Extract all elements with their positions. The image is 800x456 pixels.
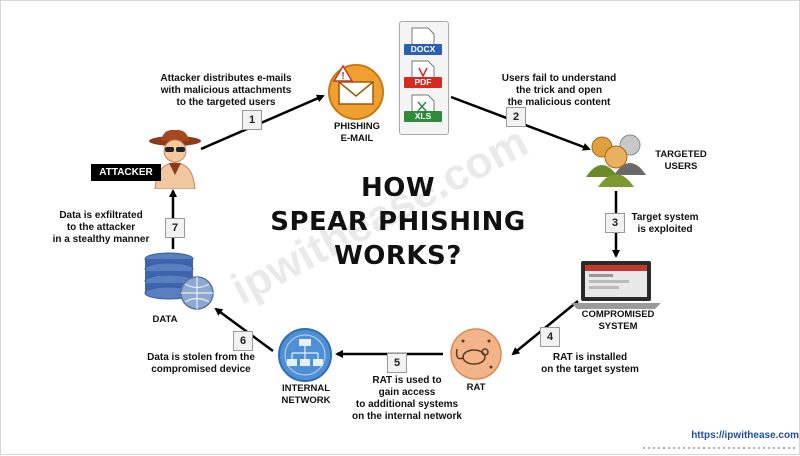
internal-network-label: INTERNAL NETWORK	[281, 383, 331, 406]
step-2-badge: 2	[506, 107, 526, 127]
diagram-title: HOW SPEAR PHISHING WORKS?	[263, 171, 533, 273]
phishing-email-label: PHISHING E-MAIL	[334, 121, 380, 144]
compromised-system-label: COMPROMISED SYSTEM	[581, 309, 655, 332]
svg-text:!: !	[341, 71, 344, 82]
step-3-badge: 3	[605, 213, 625, 233]
database-icon	[144, 252, 214, 310]
title-line: SPEAR PHISHING	[270, 207, 526, 237]
arrow-1	[200, 94, 325, 151]
rat-icon	[450, 328, 502, 380]
step-4-badge: 4	[540, 327, 560, 347]
title-line: WORKS?	[334, 241, 462, 271]
attachment-files-icon: DOCX PDF XLS	[399, 21, 449, 135]
network-globe-icon	[278, 328, 332, 382]
targeted-users-label: TARGETED USERS	[655, 149, 707, 172]
laptop-icon	[571, 261, 661, 309]
rat-label: RAT	[466, 382, 486, 393]
pdf-tag: PDF	[404, 77, 442, 88]
attacker-label: ATTACKER	[91, 164, 161, 181]
phishing-email-icon: !	[328, 64, 384, 120]
url-dotted-underline	[643, 447, 797, 449]
arrow-6	[214, 307, 274, 353]
step-1-badge: 1	[242, 110, 262, 130]
step-2-description: Users fail to understand the trick and o…	[501, 73, 617, 108]
step-6-badge: 6	[233, 331, 253, 351]
data-label: DATA	[152, 314, 178, 325]
attacker-icon	[149, 129, 201, 189]
step-4-description: RAT is installed on the target system	[541, 352, 639, 375]
step-3-description: Target system is exploited	[631, 212, 699, 235]
step-7-description: Data is exfiltrated to the attacker in a…	[52, 210, 150, 245]
title-line: HOW	[360, 173, 436, 203]
xls-tag: XLS	[404, 111, 442, 122]
step-6-description: Data is stolen from the compromised devi…	[147, 352, 255, 375]
step-5-badge: 5	[387, 353, 407, 373]
xls-file-icon	[411, 94, 435, 116]
step-1-description: Attacker distributes e-mails with malici…	[160, 73, 292, 108]
targeted-users-icon	[586, 134, 646, 187]
source-url: https://ipwithease.com	[691, 430, 799, 441]
step-5-description: RAT is used to gain access to additional…	[351, 375, 462, 422]
step-7-badge: 7	[165, 218, 185, 238]
docx-tag: DOCX	[404, 44, 442, 55]
